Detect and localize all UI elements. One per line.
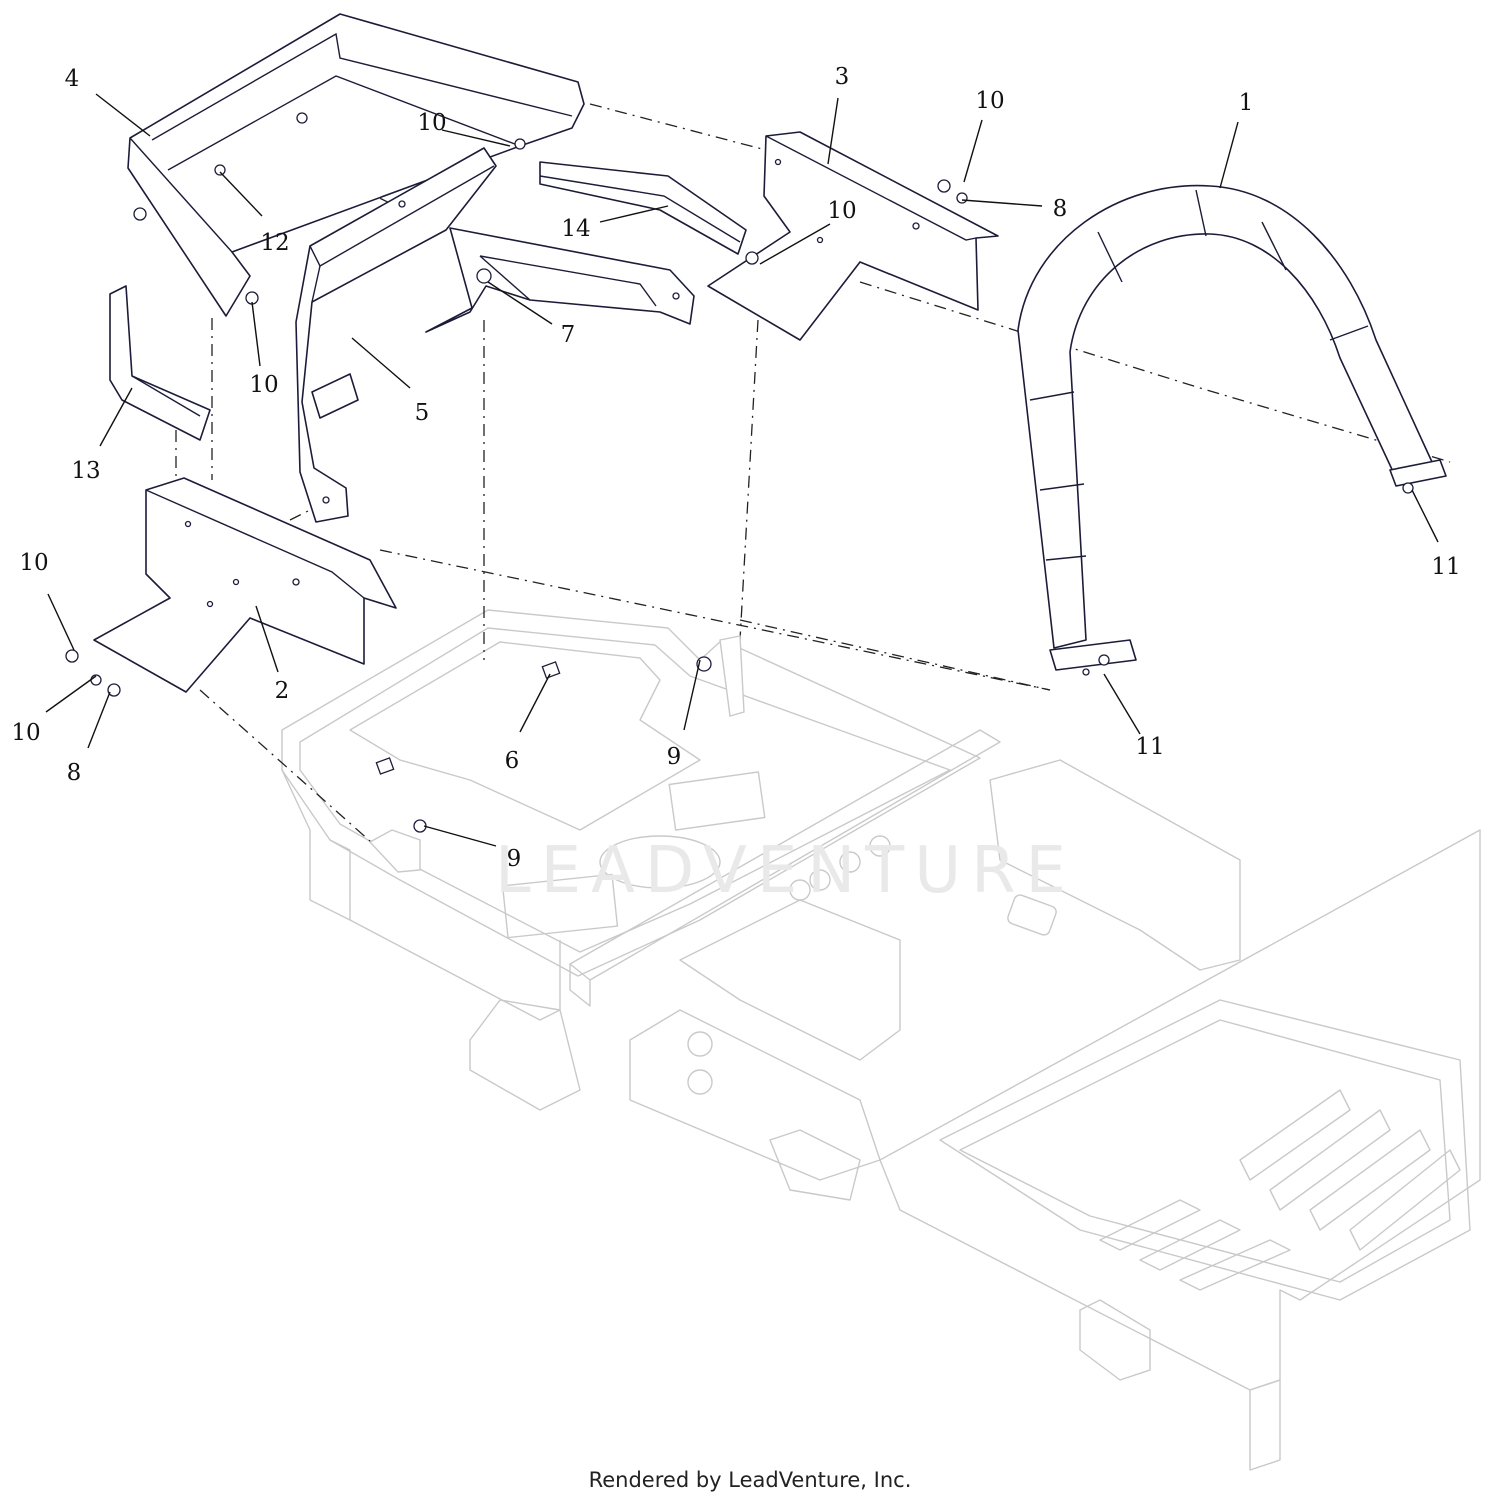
callout-leader-11 bbox=[1411, 489, 1439, 543]
callout-label-4: 4 bbox=[65, 66, 80, 92]
callout-leader-13 bbox=[99, 387, 133, 447]
part-3-rear-plate bbox=[707, 131, 999, 341]
callout-label-3: 3 bbox=[835, 64, 850, 90]
callout-label-1: 1 bbox=[1239, 90, 1254, 116]
callout-leader-8 bbox=[87, 691, 111, 749]
callout-label-10: 10 bbox=[827, 198, 856, 224]
part-13-side-panel bbox=[109, 285, 211, 441]
callout-leader-10 bbox=[251, 301, 261, 367]
callout-leader-2 bbox=[255, 605, 279, 673]
callout-leader-10 bbox=[759, 223, 831, 265]
hardware-bolts bbox=[65, 138, 1414, 697]
watermark: LEADVENTURE bbox=[495, 834, 1076, 908]
callout-leader-9 bbox=[423, 825, 497, 847]
callout-label-9: 9 bbox=[507, 846, 522, 872]
part-5-console bbox=[295, 147, 497, 523]
callout-leader-8 bbox=[961, 199, 1043, 207]
callout-label-8: 8 bbox=[67, 760, 82, 786]
callout-label-7: 7 bbox=[561, 322, 576, 348]
callout-leader-10 bbox=[963, 119, 983, 183]
callout-label-12: 12 bbox=[260, 230, 289, 256]
callout-label-10: 10 bbox=[417, 110, 446, 136]
callout-leader-1 bbox=[1219, 121, 1239, 189]
callout-leader-12 bbox=[219, 171, 263, 217]
callout-leader-10 bbox=[47, 593, 75, 651]
callout-label-10: 10 bbox=[19, 550, 48, 576]
callout-label-14: 14 bbox=[561, 216, 590, 242]
part-2-mount-plate bbox=[93, 477, 397, 693]
callout-leader-11 bbox=[1103, 673, 1141, 735]
callout-leader-3 bbox=[827, 97, 839, 165]
callout-leader-6 bbox=[519, 673, 551, 733]
part-4-upper-shroud bbox=[127, 13, 585, 317]
callout-leader-10 bbox=[441, 129, 511, 147]
part-14-side-panel bbox=[539, 161, 747, 255]
callout-leader-5 bbox=[351, 337, 411, 389]
callout-leader-14 bbox=[599, 205, 669, 223]
callout-label-13: 13 bbox=[71, 458, 100, 484]
part-7-seat-bracket bbox=[425, 227, 695, 333]
callout-label-8: 8 bbox=[1053, 196, 1068, 222]
callout-leader-10 bbox=[45, 675, 97, 713]
mower-frame bbox=[281, 609, 1481, 1471]
callout-label-10: 10 bbox=[975, 88, 1004, 114]
callout-label-6: 6 bbox=[505, 748, 520, 774]
callout-label-11: 11 bbox=[1431, 554, 1460, 580]
callout-label-10: 10 bbox=[11, 720, 40, 746]
callout-leader-4 bbox=[95, 93, 151, 137]
callout-label-9: 9 bbox=[667, 744, 682, 770]
render-credit: Rendered by LeadVenture, Inc. bbox=[588, 1468, 912, 1492]
callout-label-11: 11 bbox=[1135, 734, 1164, 760]
callout-label-2: 2 bbox=[275, 678, 290, 704]
callout-label-5: 5 bbox=[415, 400, 430, 426]
callout-label-10: 10 bbox=[249, 372, 278, 398]
part-1-roll-bar bbox=[1017, 184, 1447, 671]
callout-leader-9 bbox=[683, 659, 701, 731]
hardware-clips bbox=[368, 635, 745, 873]
callout-leader-7 bbox=[487, 281, 553, 325]
